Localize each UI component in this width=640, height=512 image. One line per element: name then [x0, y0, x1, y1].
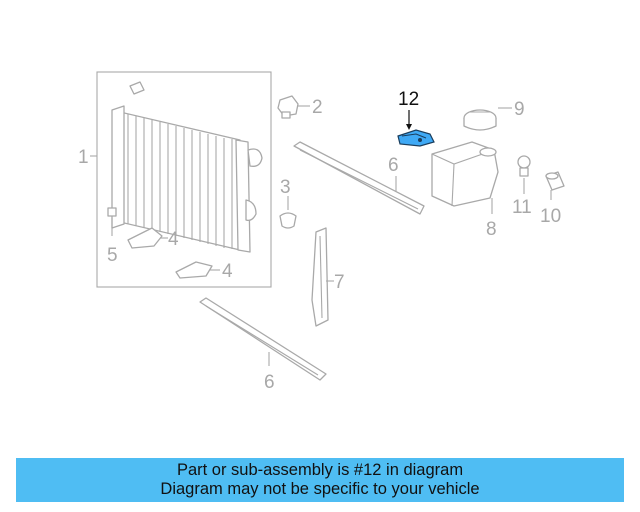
callout-5: 5: [107, 245, 118, 266]
part-6-air-guide-upper: [293, 141, 425, 215]
part-10-fitting: [545, 171, 565, 191]
part-9-cap: [463, 109, 497, 131]
part-4-bracket-upper: [127, 227, 163, 249]
radiator-assembly: [96, 71, 272, 288]
callout-4a: 4: [168, 229, 179, 250]
callout-10: 10: [540, 206, 561, 227]
callout-8: 8: [486, 219, 497, 240]
callout-11: 11: [512, 197, 532, 218]
parts-diagram: 1 2 3 5 4 4 6 6 7 12: [78, 71, 565, 393]
callout-6b: 6: [264, 372, 275, 393]
part-12-bracket: [397, 129, 435, 147]
callout-6a: 6: [388, 155, 399, 176]
part-5-bolt: [107, 207, 117, 217]
callout-4b: 4: [222, 261, 233, 282]
part-8-expansion-tank: [431, 141, 499, 207]
part-4-bracket-lower: [175, 261, 213, 279]
banner-line-2: Diagram may not be specific to your vehi…: [160, 480, 480, 498]
part-3-grommet: [279, 212, 297, 229]
info-banner: Part or sub-assembly is #12 in diagram D…: [16, 458, 624, 502]
part-11-sensor: [517, 155, 531, 177]
part-2-clip: [277, 95, 299, 119]
callout-9: 9: [514, 99, 525, 120]
part-6-air-guide-lower: [199, 297, 327, 381]
part-7-deflector: [311, 227, 329, 327]
callout-3: 3: [280, 177, 291, 198]
callout-1: 1: [78, 147, 89, 168]
banner-line-1: Part or sub-assembly is #12 in diagram: [176, 461, 464, 479]
callout-12: 12: [398, 89, 419, 110]
callout-7: 7: [334, 272, 345, 293]
callout-2: 2: [312, 97, 323, 118]
